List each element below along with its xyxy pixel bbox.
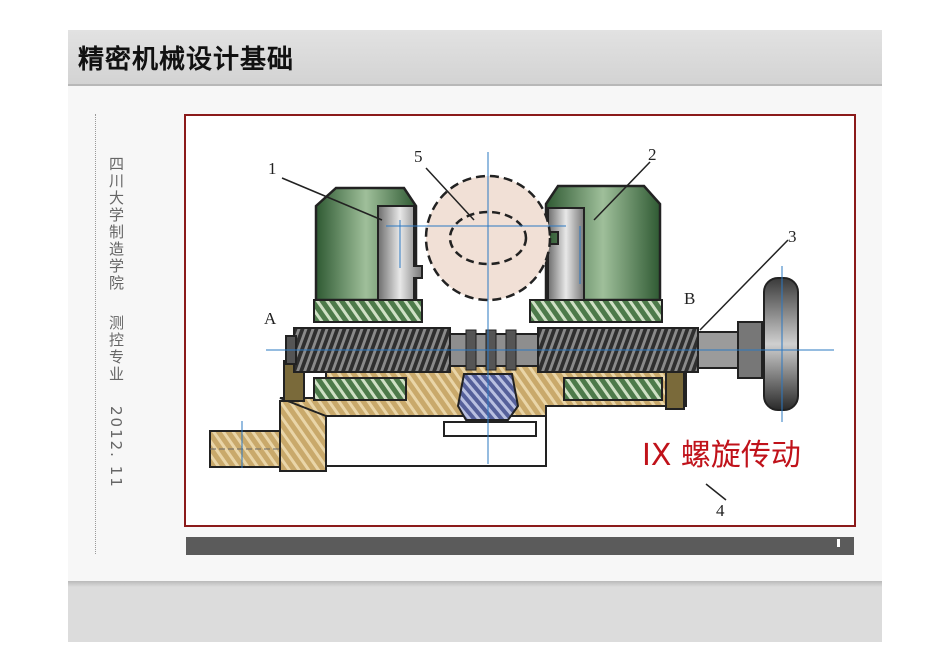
leader-lines xyxy=(281,161,789,501)
side-department: 测控专业 xyxy=(107,314,125,383)
progress-bar xyxy=(186,537,854,555)
side-info: 四川大学制造学院 测控专业 2012. 11 xyxy=(106,156,126,504)
housing-right-frame xyxy=(665,370,685,410)
handwheel xyxy=(763,277,799,411)
label-2: 2 xyxy=(648,145,657,164)
bottom-bar xyxy=(68,581,882,642)
label-a: A xyxy=(264,309,277,328)
label-4: 4 xyxy=(716,501,725,520)
side-date: 2012. 11 xyxy=(107,405,125,489)
slide-title: 精密机械设计基础 xyxy=(78,45,295,75)
screw-mechanism-drawing: 1 5 2 3 A B 4 xyxy=(209,145,834,520)
center-lines xyxy=(241,152,834,468)
label-b: B xyxy=(684,289,695,308)
progress-indicator xyxy=(837,539,840,547)
title-bar: 精密机械设计基础 xyxy=(68,30,882,86)
right-jaw xyxy=(529,184,663,401)
side-divider xyxy=(95,114,96,554)
side-institution: 四川大学制造学院 xyxy=(107,156,125,292)
label-3: 3 xyxy=(788,227,797,246)
figure-caption: IX 螺旋传动 xyxy=(642,438,801,473)
label-5: 5 xyxy=(414,147,423,166)
label-1: 1 xyxy=(268,159,277,178)
